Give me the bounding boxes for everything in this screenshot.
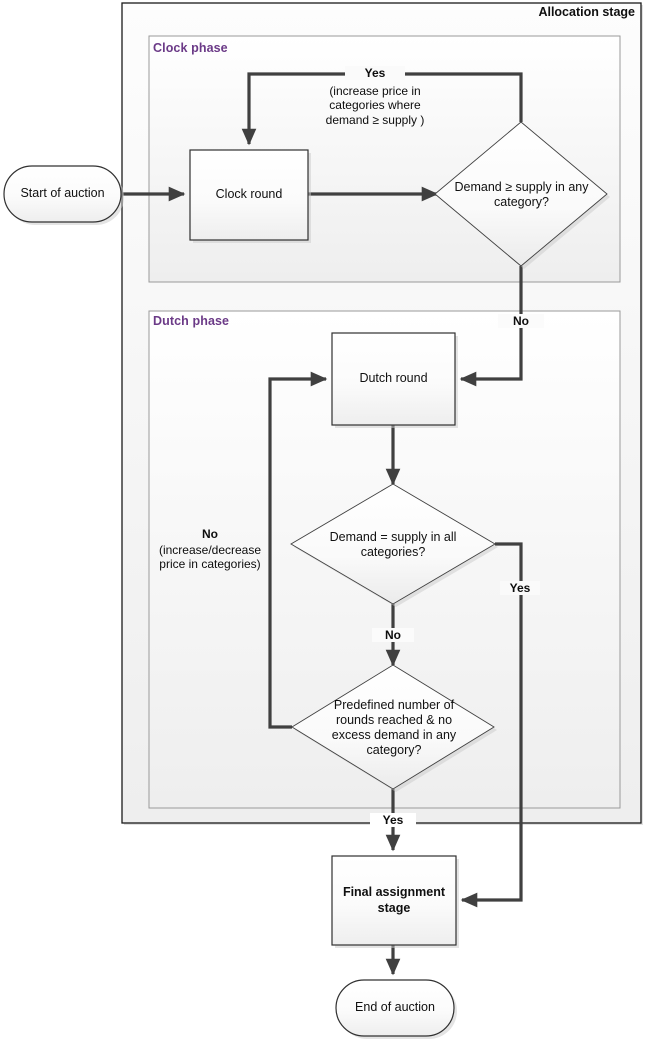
edge-dutch-decision1-yes bbox=[460, 542, 523, 908]
node-dutch-decision-1 bbox=[290, 483, 498, 607]
node-dutch-decision-2 bbox=[291, 664, 497, 792]
node-clock-decision bbox=[434, 121, 610, 269]
node-dutch-round bbox=[331, 332, 458, 428]
edge-dutch-decision2-no bbox=[268, 371, 328, 729]
node-final-assignment-stage bbox=[331, 855, 459, 948]
edge-clock-no-to-dutch-round bbox=[459, 266, 523, 387]
clock-phase-label: Clock phase bbox=[153, 41, 228, 55]
node-end-of-auction bbox=[335, 979, 457, 1039]
dutch-phase-label: Dutch phase bbox=[153, 314, 230, 328]
allocation-stage-label: Allocation stage bbox=[538, 5, 635, 19]
node-start-of-auction bbox=[3, 165, 124, 225]
node-clock-round bbox=[189, 149, 311, 243]
